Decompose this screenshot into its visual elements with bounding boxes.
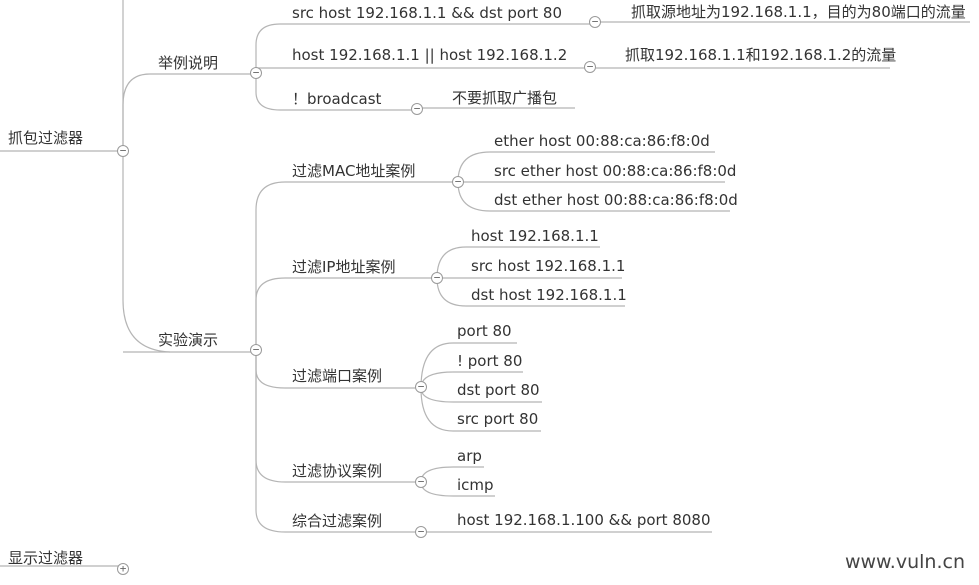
group-protocol[interactable]: 过滤协议案例: [292, 462, 383, 480]
collapse-icon[interactable]: −: [415, 526, 427, 538]
branch-examples[interactable]: 举例说明: [158, 54, 219, 72]
collapse-icon[interactable]: −: [117, 145, 129, 157]
protocol-item[interactable]: arp: [457, 447, 482, 465]
port-item[interactable]: port 80: [457, 322, 512, 340]
example-expr[interactable]: ！broadcast: [292, 90, 382, 108]
collapse-icon[interactable]: −: [411, 103, 423, 115]
watermark: www.vuln.cn: [844, 551, 965, 573]
group-combined[interactable]: 综合过滤案例: [292, 512, 383, 530]
port-item[interactable]: ! port 80: [457, 352, 523, 370]
branch-experiment[interactable]: 实验演示: [158, 331, 219, 349]
protocol-item[interactable]: icmp: [457, 476, 494, 494]
ip-item[interactable]: host 192.168.1.1: [471, 227, 599, 245]
ip-item[interactable]: dst host 192.168.1.1: [471, 286, 627, 304]
collapse-icon[interactable]: −: [584, 61, 596, 73]
mac-item[interactable]: ether host 00:88:ca:86:f8:0d: [494, 132, 710, 150]
port-item[interactable]: dst port 80: [457, 381, 540, 399]
mac-item[interactable]: dst ether host 00:88:ca:86:f8:0d: [494, 191, 738, 209]
example-note: 抓取192.168.1.1和192.168.1.2的流量: [625, 46, 897, 64]
example-expr[interactable]: host 192.168.1.1 || host 192.168.1.2: [292, 46, 568, 64]
combined-item[interactable]: host 192.168.1.100 && port 8080: [457, 511, 711, 529]
group-ip[interactable]: 过滤IP地址案例: [292, 258, 396, 276]
collapse-icon[interactable]: −: [589, 16, 601, 28]
port-item[interactable]: src port 80: [457, 410, 539, 428]
collapse-icon[interactable]: −: [250, 344, 262, 356]
ip-item[interactable]: src host 192.168.1.1: [471, 257, 626, 275]
collapse-icon[interactable]: −: [452, 176, 464, 188]
expand-icon[interactable]: +: [117, 563, 129, 575]
collapse-icon[interactable]: −: [431, 272, 443, 284]
group-port[interactable]: 过滤端口案例: [292, 367, 383, 385]
root-capture-filter[interactable]: 抓包过滤器: [8, 129, 84, 147]
example-note: 不要抓取广播包: [452, 89, 558, 107]
example-note: 抓取源地址为192.168.1.1，目的为80端口的流量: [631, 3, 966, 21]
group-mac[interactable]: 过滤MAC地址案例: [292, 162, 416, 180]
collapse-icon[interactable]: −: [415, 381, 427, 393]
collapse-icon[interactable]: −: [250, 67, 262, 79]
collapse-icon[interactable]: −: [415, 476, 427, 488]
mac-item[interactable]: src ether host 00:88:ca:86:f8:0d: [494, 162, 737, 180]
example-expr[interactable]: src host 192.168.1.1 && dst port 80: [292, 4, 562, 22]
root-display-filter[interactable]: 显示过滤器: [8, 549, 84, 567]
